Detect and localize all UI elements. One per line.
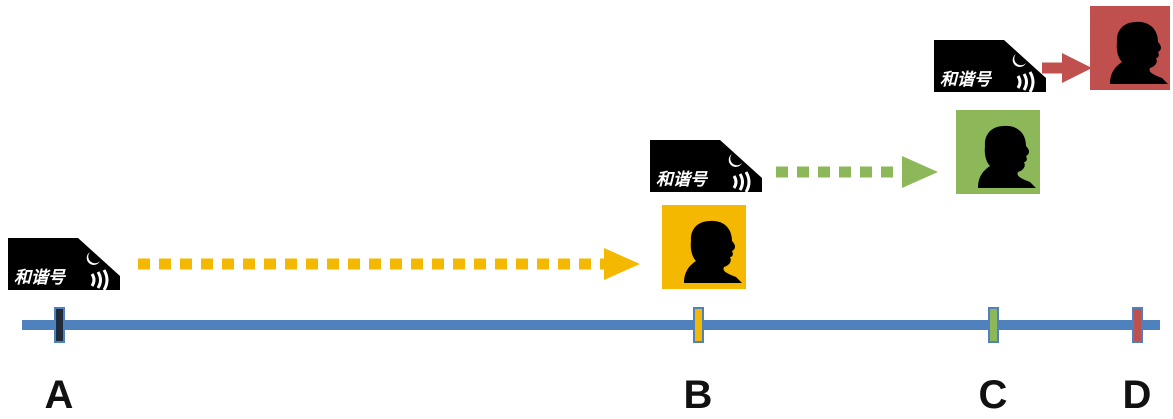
passenger-d: [1090, 6, 1170, 90]
tick-d: [1132, 307, 1143, 343]
tick-b: [693, 307, 704, 343]
arrow-c-to-d: [1042, 53, 1092, 83]
train-card-icon: 和谐号: [932, 38, 1048, 94]
passenger-c: [956, 110, 1040, 194]
stop-label-a: A: [45, 373, 74, 417]
arrow-a-to-b: [138, 248, 640, 280]
train-card-icon: 和谐号: [6, 236, 122, 292]
stop-label-b: B: [684, 373, 713, 417]
stop-label-d: D: [1123, 373, 1152, 417]
train-name: 和谐号: [940, 70, 993, 90]
tick-a: [54, 307, 65, 343]
train-name: 和谐号: [14, 268, 67, 288]
train-card-icon: 和谐号: [648, 138, 764, 194]
passenger-b: [662, 205, 746, 289]
train-name: 和谐号: [656, 170, 709, 190]
stop-label-c: C: [979, 373, 1008, 417]
arrow-b-to-c: [776, 156, 938, 188]
tick-c: [988, 307, 999, 343]
